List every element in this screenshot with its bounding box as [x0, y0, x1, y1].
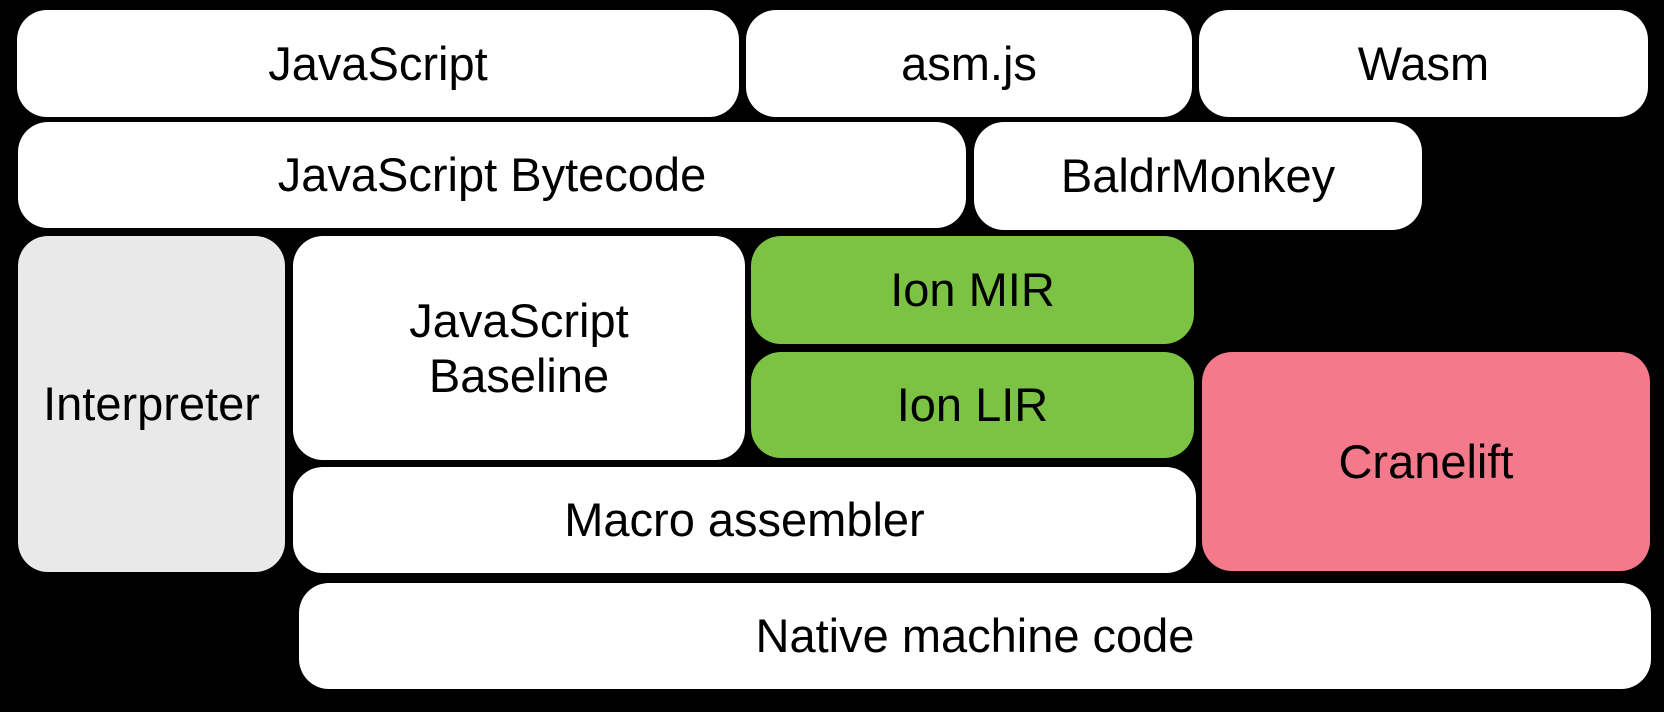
- box-interpreter: Interpreter: [18, 236, 285, 572]
- box-asmjs-label: asm.js: [901, 36, 1037, 90]
- box-javascript-label: JavaScript: [268, 36, 488, 90]
- box-baldrmonkey-label: BaldrMonkey: [1060, 149, 1336, 203]
- box-ion-lir: Ion LIR: [751, 352, 1194, 458]
- box-baldrmonkey: BaldrMonkey: [974, 122, 1422, 230]
- box-javascript-baseline: JavaScript Baseline: [293, 236, 745, 460]
- box-wasm: Wasm: [1199, 10, 1648, 117]
- box-javascript-bytecode: JavaScript Bytecode: [18, 122, 966, 228]
- box-ion-lir-label: Ion LIR: [896, 378, 1049, 432]
- box-native-machine-code: Native machine code: [299, 583, 1651, 689]
- box-asmjs: asm.js: [746, 10, 1192, 117]
- box-cranelift-label: Cranelift: [1338, 434, 1514, 488]
- box-javascript-baseline-label-line1: JavaScript: [409, 293, 629, 347]
- box-javascript-bytecode-label: JavaScript Bytecode: [277, 148, 707, 202]
- box-javascript: JavaScript: [17, 10, 739, 117]
- box-macro-assembler-label: Macro assembler: [564, 493, 925, 547]
- box-native-machine-code-label: Native machine code: [755, 609, 1195, 663]
- box-wasm-label: Wasm: [1357, 36, 1490, 90]
- box-ion-mir: Ion MIR: [751, 236, 1194, 344]
- box-macro-assembler: Macro assembler: [293, 467, 1196, 573]
- box-interpreter-label: Interpreter: [43, 377, 260, 431]
- box-ion-mir-label: Ion MIR: [890, 263, 1055, 317]
- box-javascript-baseline-label-line2: Baseline: [428, 349, 610, 402]
- box-cranelift: Cranelift: [1202, 352, 1650, 571]
